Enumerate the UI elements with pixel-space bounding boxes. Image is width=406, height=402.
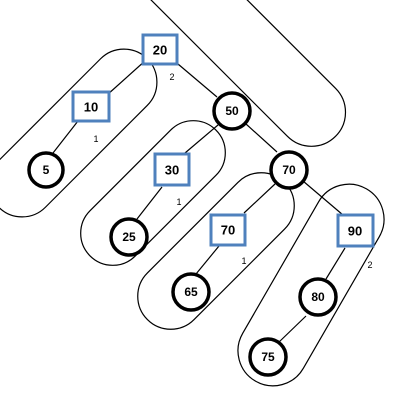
square-node-label: 30 [165, 163, 179, 178]
group-outline-20 [134, 0, 347, 147]
circle-node-label: 50 [225, 104, 239, 118]
circle-node-75: 75 [248, 337, 288, 377]
edge-20-10 [106, 59, 147, 96]
circle-node-label: 80 [311, 290, 325, 304]
square-node-count: 2 [169, 72, 174, 82]
square-node-count: 1 [241, 256, 246, 266]
square-node-10: 10 1 [71, 90, 111, 144]
circle-node-label: 70 [282, 163, 296, 177]
circle-node-25: 25 [109, 217, 149, 257]
circle-node-label: 5 [43, 163, 50, 177]
edge-30-25 [136, 186, 163, 220]
edge-square70-65 [195, 245, 220, 275]
square-node-count: 2 [367, 260, 372, 270]
circle-node-5: 5 [27, 151, 65, 189]
square-node-count: 1 [93, 134, 98, 144]
circle-node-label: 25 [122, 230, 136, 244]
square-node-label: 20 [153, 43, 167, 58]
circle-node-50: 50 [212, 91, 252, 131]
square-node-count: 1 [176, 197, 181, 207]
edge-70-90 [302, 180, 344, 216]
edge-50-70 [245, 123, 278, 153]
edge-50-30 [184, 124, 219, 154]
circle-node-65: 65 [171, 272, 211, 312]
group-outlines [0, 0, 385, 387]
edges [52, 59, 346, 344]
circle-node-label: 65 [184, 285, 198, 299]
circle-node-80: 80 [298, 277, 338, 317]
square-node-90: 90 2 [336, 213, 375, 270]
circle-node-label: 75 [261, 350, 275, 364]
edge-20-50 [177, 63, 218, 98]
square-node-70: 70 1 [209, 213, 247, 266]
group-outline-90 [237, 183, 385, 387]
edge-90-80 [325, 247, 346, 280]
circle-node-70: 70 [269, 150, 309, 190]
edge-10-5 [52, 120, 79, 154]
edge-80-75 [277, 315, 307, 344]
square-node-label: 90 [348, 224, 362, 239]
edge-70-square70 [243, 183, 276, 214]
square-node-label: 70 [221, 223, 235, 238]
group-outline-30 [80, 120, 226, 266]
square-node-30: 30 1 [153, 152, 191, 207]
square-node-20: 20 2 [141, 33, 179, 82]
square-node-label: 10 [84, 100, 98, 115]
